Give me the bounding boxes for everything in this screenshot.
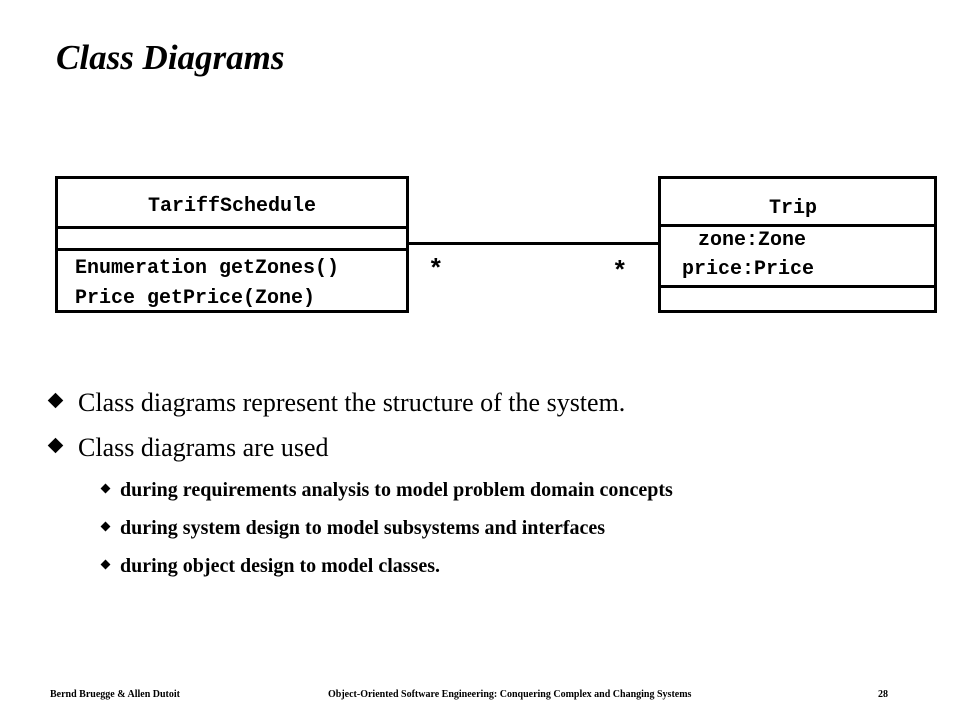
sub-bullet-item: during object design to model classes. xyxy=(50,554,673,592)
class-name: TariffSchedule xyxy=(147,195,317,218)
diamond-bullet-icon xyxy=(47,437,64,454)
multiplicity-right: * xyxy=(612,257,628,287)
footer-book-title: Object-Oriented Software Engineering: Co… xyxy=(328,689,692,700)
operation: Enumeration getZones() xyxy=(75,257,340,280)
diamond-bullet-icon xyxy=(100,559,111,570)
multiplicity-left: * xyxy=(428,255,444,285)
class-name-compartment: TariffSchedule xyxy=(58,179,406,229)
bullet-item: Class diagrams are used xyxy=(47,433,673,478)
sub-bullet-item: during requirements analysis to model pr… xyxy=(50,478,673,516)
class-box-tariffschedule: TariffSchedule Enumeration getZones() Pr… xyxy=(55,176,409,313)
bullet-text: Class diagrams represent the structure o… xyxy=(78,388,626,417)
class-name-compartment: Trip xyxy=(661,179,934,227)
diamond-bullet-icon xyxy=(47,392,64,409)
attributes-compartment xyxy=(58,229,406,251)
slide-title: Class Diagrams xyxy=(56,38,285,77)
diamond-bullet-icon xyxy=(100,483,111,494)
operation: Price getPrice(Zone) xyxy=(75,287,316,310)
footer-page-number: 28 xyxy=(878,689,888,700)
attribute: zone:Zone xyxy=(698,229,807,252)
bullet-item: Class diagrams represent the structure o… xyxy=(47,388,673,433)
footer-authors: Bernd Bruegge & Allen Dutoit xyxy=(50,689,180,700)
sub-bullet-text: during object design to model classes. xyxy=(120,555,440,577)
operations-compartment xyxy=(661,288,934,313)
sub-bullet-text: during requirements analysis to model pr… xyxy=(120,479,673,501)
diamond-bullet-icon xyxy=(100,521,111,532)
operations-compartment: Enumeration getZones() Price getPrice(Zo… xyxy=(58,251,406,313)
bullet-text: Class diagrams are used xyxy=(78,433,329,462)
attribute: price:Price xyxy=(682,258,815,281)
sub-bullet-item: during system design to model subsystems… xyxy=(50,516,673,554)
sub-bullet-text: during system design to model subsystems… xyxy=(120,517,606,539)
class-name: Trip xyxy=(769,197,818,220)
class-box-trip: Trip zone:Zone price:Price xyxy=(658,176,937,313)
attributes-compartment: zone:Zone price:Price xyxy=(661,227,934,288)
association-line xyxy=(408,242,660,245)
bullet-list: Class diagrams represent the structure o… xyxy=(47,388,673,592)
